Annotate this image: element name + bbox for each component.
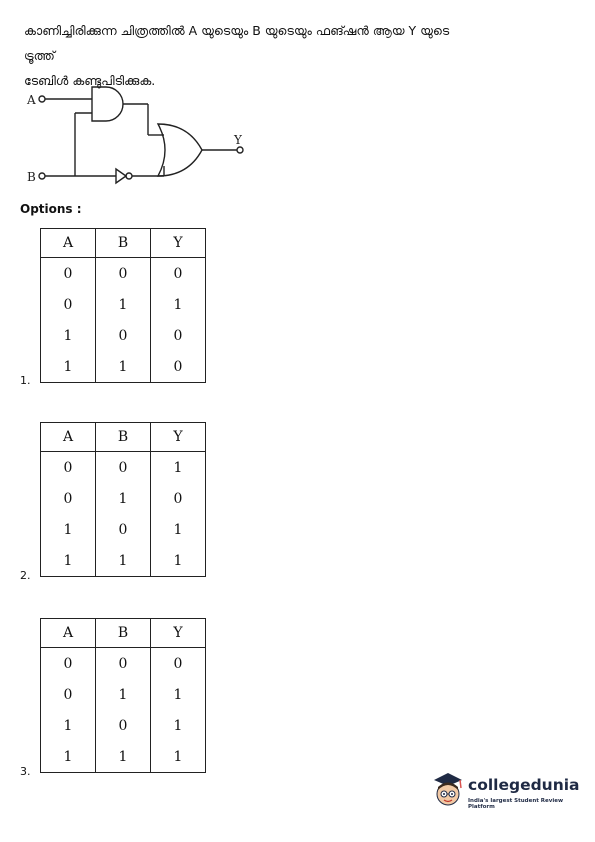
options-label: Options :	[20, 202, 82, 216]
cell: 1	[95, 679, 151, 710]
cell: 0	[40, 679, 96, 710]
mascot-icon	[434, 773, 462, 806]
option-number-3: 3.	[20, 765, 31, 778]
input-b-terminal	[38, 172, 46, 180]
cell: 0	[95, 647, 151, 679]
output-y-label: Y	[233, 133, 243, 147]
cell: 1	[40, 710, 96, 741]
cell: 1	[150, 289, 206, 320]
cell: 1	[150, 710, 206, 741]
question-text: കാണിച്ചിരിക്കുന്ന ചിത്രത്തിൽ A യുടെയും B…	[24, 18, 474, 93]
table-row: 0 1 1	[40, 289, 206, 320]
table-row: 0 0 0	[40, 257, 206, 289]
truth-table-option-2: A B Y 0 0 1 0 1 0 1 0 1 1 1 1	[40, 422, 206, 577]
question-line-1: കാണിച്ചിരിക്കുന്ന ചിത്രത്തിൽ A യുടെയും B…	[24, 23, 450, 63]
table-row: 0 1 1	[40, 679, 206, 710]
cell: 1	[40, 514, 96, 545]
truth-table-option-3: A B Y 0 0 0 0 1 1 1 0 1 1 1 1	[40, 618, 206, 773]
cell: 0	[40, 647, 96, 679]
cell: 0	[95, 514, 151, 545]
not-gate	[115, 167, 128, 185]
table-row: 1 1 1	[40, 545, 206, 577]
option-number-1: 1.	[20, 374, 31, 387]
collegedunia-logo: collegedunia India's largest Student Rev…	[430, 770, 580, 820]
header-b: B	[95, 228, 151, 258]
cell: 1	[95, 483, 151, 514]
cell: 0	[150, 320, 206, 351]
cell: 1	[150, 741, 206, 773]
cell: 1	[95, 351, 151, 383]
cell: 0	[150, 351, 206, 383]
table-row: 0 0 0	[40, 647, 206, 679]
table-row: 1 0 1	[40, 514, 206, 545]
cell: 1	[150, 514, 206, 545]
header-b: B	[95, 422, 151, 452]
and-gate	[91, 86, 124, 122]
header-y: Y	[150, 228, 206, 258]
cell: 0	[40, 451, 96, 483]
table-row: 1 1 0	[40, 351, 206, 383]
output-y-terminal	[236, 146, 244, 154]
cell: 0	[40, 483, 96, 514]
or-gate	[156, 123, 203, 177]
header-a: A	[40, 422, 96, 452]
input-b-label: B	[27, 170, 36, 184]
truth-table-option-1: A B Y 0 0 0 0 1 1 1 0 0 1 1 0	[40, 228, 206, 383]
cell: 1	[150, 545, 206, 577]
cell: 0	[40, 289, 96, 320]
cell: 1	[40, 741, 96, 773]
cell: 0	[95, 710, 151, 741]
header-a: A	[40, 228, 96, 258]
cell: 0	[150, 257, 206, 289]
table-row: 1 0 0	[40, 320, 206, 351]
logic-circuit-diagram: A B Y	[26, 86, 244, 185]
input-a-terminal	[38, 95, 46, 103]
cell: 0	[150, 483, 206, 514]
cell: 0	[95, 451, 151, 483]
cell: 1	[40, 320, 96, 351]
cell: 1	[150, 451, 206, 483]
table-row: 0 0 1	[40, 451, 206, 483]
option-number-2: 2.	[20, 569, 31, 582]
table-row: 1 1 1	[40, 741, 206, 773]
cell: 1	[40, 545, 96, 577]
cell: 1	[40, 351, 96, 383]
question-line-2: ടേബിൾ കണ്ടുപിടിക്കുക.	[24, 73, 156, 88]
cell: 0	[40, 257, 96, 289]
logo-name: collegedunia	[468, 776, 580, 794]
cell: 0	[95, 320, 151, 351]
cell: 1	[95, 545, 151, 577]
input-a-label: A	[26, 93, 36, 107]
header-b: B	[95, 618, 151, 648]
table-row: 1 0 1	[40, 710, 206, 741]
cell: 0	[150, 647, 206, 679]
cell: 1	[95, 741, 151, 773]
header-y: Y	[150, 618, 206, 648]
table-row: 0 1 0	[40, 483, 206, 514]
header-a: A	[40, 618, 96, 648]
logo-tagline: India's largest Student Review Platform	[468, 798, 564, 810]
cell: 1	[95, 289, 151, 320]
header-y: Y	[150, 422, 206, 452]
cell: 1	[150, 679, 206, 710]
cell: 0	[95, 257, 151, 289]
